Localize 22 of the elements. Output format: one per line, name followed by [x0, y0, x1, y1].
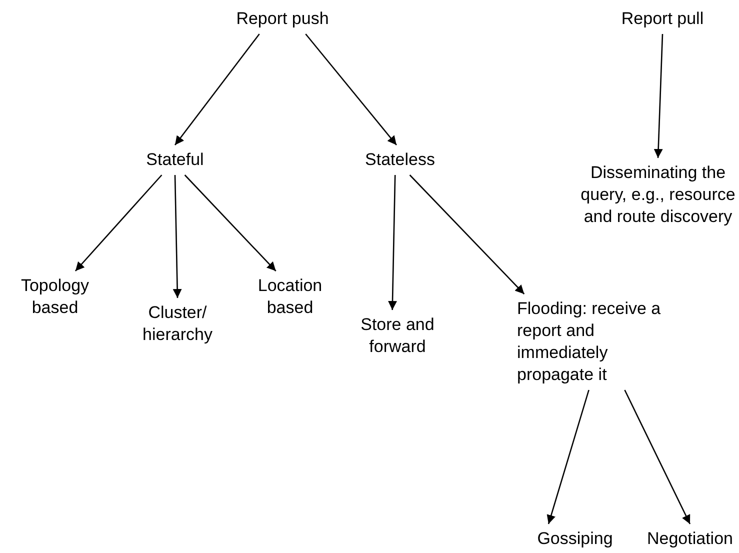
node-label: Report pull — [595, 8, 730, 30]
node-label: Disseminating the query, e.g., resource and route discovery — [578, 162, 738, 228]
arrow — [388, 174, 398, 310]
node-label: Negotiation — [640, 528, 739, 550]
node-label: Stateful — [125, 149, 225, 171]
arrow — [174, 34, 260, 146]
node-label: Stateless — [345, 149, 455, 171]
node-label: Gossiping — [520, 528, 630, 550]
arrow — [305, 34, 397, 146]
arrow — [172, 174, 182, 298]
node-label: Flooding: receive a report and immediately propagate it — [517, 298, 677, 386]
arrow — [624, 390, 691, 524]
node-label: Location based — [240, 275, 340, 319]
node-label: Cluster/ hierarchy — [130, 302, 225, 346]
node-label: Report push — [215, 8, 350, 30]
node-label: Store and forward — [345, 314, 450, 358]
arrow — [184, 174, 276, 272]
arrow — [546, 390, 590, 524]
arrow — [654, 34, 664, 158]
arrow — [409, 174, 525, 294]
node-label: Topology based — [5, 275, 105, 319]
arrow — [74, 174, 162, 272]
